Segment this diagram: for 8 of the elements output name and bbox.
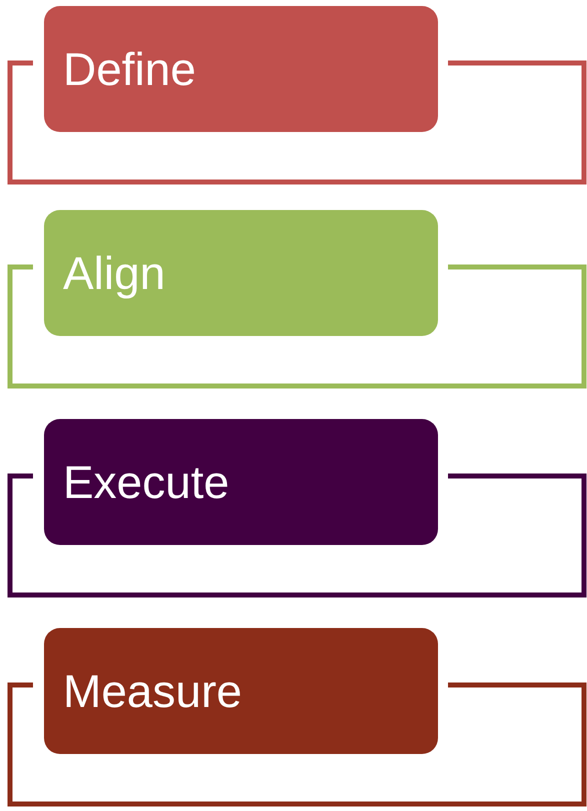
step-label: Define xyxy=(63,46,196,92)
step-label: Align xyxy=(63,250,166,296)
step-box xyxy=(44,6,438,132)
step-box xyxy=(44,210,438,336)
step-label: Measure xyxy=(63,668,242,714)
step-box xyxy=(44,419,438,545)
step-box xyxy=(44,628,438,754)
step-label: Execute xyxy=(63,459,230,505)
